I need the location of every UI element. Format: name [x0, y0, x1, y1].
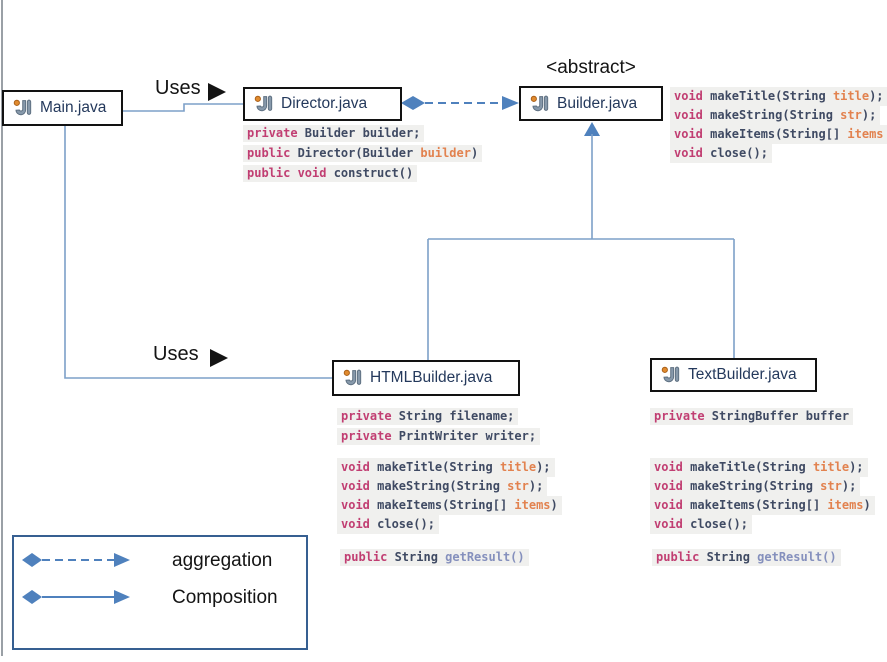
director-code-annotations: private Builder builder; public Director(…: [243, 125, 483, 185]
htmlbuilder-getresult-annotation: public String getResult(): [340, 549, 529, 569]
java-file-icon: [530, 95, 549, 111]
abstract-stereotype: <abstract>: [546, 57, 636, 78]
code-line: void close();: [670, 144, 772, 163]
inheritance-arrowhead: [584, 122, 600, 136]
builder-method-annotations: void makeTitle(String title);void makeSt…: [670, 87, 887, 163]
legend-composition-label: Composition: [172, 587, 278, 608]
java-file-icon: [661, 366, 680, 383]
class-title: TextBuilder.java: [688, 366, 797, 383]
code-line: void makeTitle(String title);: [670, 87, 887, 106]
legend-symbols: [22, 553, 130, 604]
code-line: void makeString(String str);: [670, 106, 881, 125]
code-line: private Builder builder;: [243, 125, 425, 142]
aggregation-diamond: [401, 96, 425, 110]
code-line: void close();: [337, 515, 439, 534]
code-line: private StringBuffer buffer: [650, 408, 854, 425]
code-line: public String getResult(): [340, 549, 529, 566]
htmlbuilder-field-annotations: private String filename; private PrintWri…: [337, 408, 541, 448]
textbuilder-field-annotations: private StringBuffer buffer: [650, 408, 854, 428]
htmlbuilder-method-annotations: void makeTitle(String title);void makeSt…: [337, 458, 562, 534]
legend-aggregation-label: aggregation: [172, 550, 273, 571]
class-node-htmlbuilder: HTMLBuilder.java: [332, 360, 520, 396]
code-line: public String getResult(): [652, 549, 841, 566]
legend-aggregation-diamond: [22, 553, 42, 567]
code-line: void makeString(String str);: [650, 477, 861, 496]
code-line: private String filename;: [337, 408, 519, 425]
code-line: void close();: [650, 515, 752, 534]
textbuilder-getresult-annotation: public String getResult(): [652, 549, 841, 569]
legend-box: aggregation Composition: [12, 535, 308, 650]
class-title: Director.java: [281, 95, 368, 112]
legend-composition-diamond: [22, 590, 42, 604]
code-line: void makeString(String str);: [337, 477, 548, 496]
class-node-main: Main.java: [2, 90, 123, 126]
code-line: void makeTitle(String title);: [337, 458, 555, 477]
edge-main-director: [123, 103, 243, 112]
code-line: void makeItems(String[] items): [650, 496, 875, 515]
class-node-director: Director.java: [243, 87, 402, 121]
java-file-icon: [254, 95, 273, 112]
java-file-icon: [343, 369, 362, 386]
code-line: private PrintWriter writer;: [337, 428, 541, 445]
uses-label-bottom: Uses: [153, 343, 199, 365]
java-file-icon: [13, 99, 32, 116]
code-line: public Director(Builder builder): [243, 145, 483, 162]
textbuilder-method-annotations: void makeTitle(String title);void makeSt…: [650, 458, 875, 534]
class-node-textbuilder: TextBuilder.java: [650, 358, 817, 392]
uses-arrow-icon-bottom: [210, 349, 228, 367]
class-title: HTMLBuilder.java: [370, 369, 493, 386]
legend-aggregation-arrowhead: [114, 553, 130, 567]
code-line: void makeTitle(String title);: [650, 458, 868, 477]
class-title: Main.java: [40, 99, 107, 116]
class-title: Builder.java: [557, 94, 638, 112]
uses-label-top: Uses: [155, 77, 201, 99]
class-node-builder: Builder.java: [519, 86, 663, 121]
code-line: void makeItems(String[] items): [337, 496, 562, 515]
code-line: public void construct(): [243, 165, 418, 182]
uses-arrow-icon-top: [208, 83, 226, 101]
aggregation-arrowhead: [502, 96, 519, 110]
page-edge-line: [1, 0, 3, 656]
code-line: void makeItems(String[] items: [670, 125, 887, 144]
legend-composition-arrowhead: [114, 590, 130, 604]
